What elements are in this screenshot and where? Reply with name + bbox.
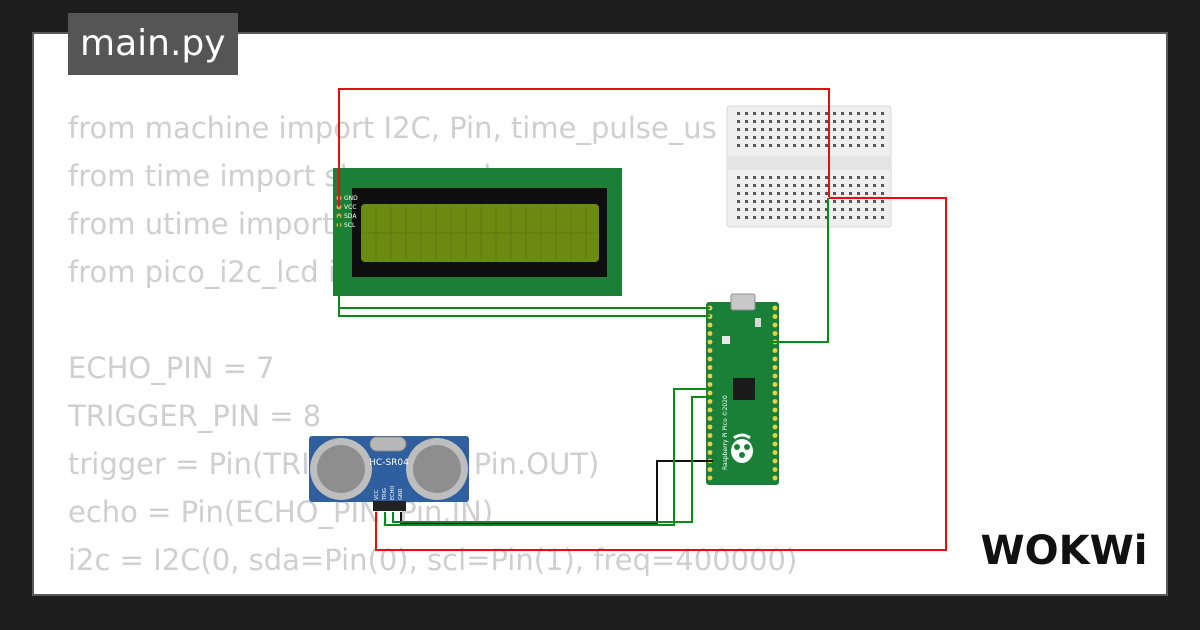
raspberry-logo-icon	[731, 433, 753, 463]
wire-red-sensor-vcc[interactable]	[375, 197, 947, 551]
sensor-pin-label: GND	[398, 488, 404, 500]
lcd-pin-label: SDA	[344, 213, 357, 220]
code-line: I2C_ADDR = i2c.scan()[0]	[68, 584, 797, 594]
sensor-pin-label: TRIG	[382, 488, 388, 501]
lcd-pin-label: SCL	[344, 222, 356, 229]
breadboard[interactable]	[726, 105, 892, 228]
code-line: from machine import I2C, Pin, time_pulse…	[68, 111, 717, 145]
sensor-label: HC-SR04	[369, 458, 409, 468]
code-line: TRIGGER_PIN = 8	[68, 399, 322, 433]
code-line: ECHO_PIN = 7	[68, 351, 275, 385]
file-tab-label: main.py	[80, 23, 226, 64]
hc-sr04-sensor[interactable]: HC-SR04 VCC TRIG ECHO GND	[309, 436, 469, 511]
raspberry-pi-pico[interactable]: Raspberry Pi Pico ©2020	[706, 293, 779, 485]
wokwi-logo-text: WOKWi	[981, 528, 1148, 574]
code-line: i2c = I2C(0, sda=Pin(0), scl=Pin(1), fre…	[68, 543, 798, 577]
pico-board-label: Raspberry Pi Pico ©2020	[722, 395, 729, 470]
wire-green-sensor-echo[interactable]	[392, 396, 713, 523]
file-tab[interactable]: main.py	[68, 13, 238, 75]
wire-green-pico-gnd[interactable]	[768, 198, 829, 343]
sensor-pin-label: ECHO	[390, 486, 396, 500]
wire-green-lcd-scl[interactable]	[338, 225, 710, 317]
wokwi-logo: WOKWi	[981, 528, 1148, 574]
lcd-display[interactable]: GND VCC SDA SCL	[333, 168, 622, 296]
wire-red-lcd-vcc[interactable]	[338, 88, 830, 207]
lcd-pin-label: GND	[344, 195, 358, 202]
wire-green-sensor-trig[interactable]	[384, 388, 713, 526]
lcd-pin-label: VCC	[344, 204, 356, 211]
sensor-pin-label: VCC	[374, 489, 380, 500]
